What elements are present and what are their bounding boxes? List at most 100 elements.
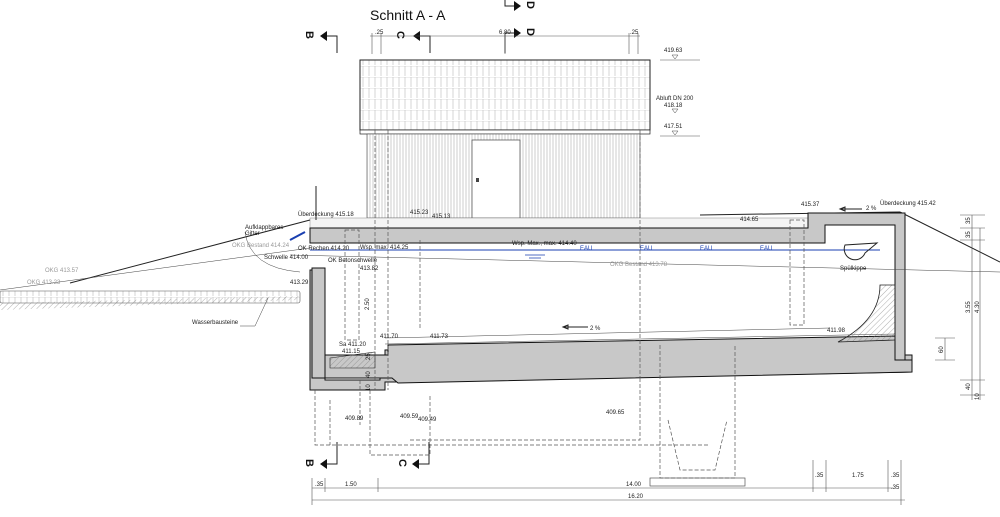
svg-text:OKG 413.57: OKG 413.57: [45, 268, 79, 274]
svg-text:6.80: 6.80: [499, 30, 511, 36]
svg-text:Wsp. Max., max. 414.40: Wsp. Max., max. 414.40: [512, 241, 577, 247]
svg-text:4.30: 4.30: [975, 301, 981, 313]
hidden-vertical-lines: [374, 130, 641, 390]
svg-text:60: 60: [939, 346, 945, 353]
slope-right: [899, 211, 1000, 263]
existing-terrain-left: [0, 247, 311, 291]
fill-layer: [309, 217, 811, 229]
svg-text:OK Betonschwelle: OK Betonschwelle: [328, 258, 378, 264]
svg-text:B: B: [303, 31, 315, 39]
right-dimensions: 35 35 3.55 4.30 60 40 10: [935, 214, 985, 400]
svg-text:D: D: [524, 28, 536, 36]
svg-text:.35: .35: [315, 482, 324, 488]
svg-text:.35: .35: [891, 473, 900, 479]
pipe-labels: EAU EAU EAU EAU: [580, 246, 772, 252]
svg-text:419.63: 419.63: [664, 48, 683, 54]
svg-text:Abluft DN 200: Abluft DN 200: [656, 96, 694, 102]
svg-text:415.23: 415.23: [410, 210, 429, 216]
svg-text:.25: .25: [630, 30, 639, 36]
svg-text:2 %: 2 %: [866, 206, 877, 212]
ladder-right: [789, 219, 805, 326]
svg-text:Überdeckung 415.18: Überdeckung 415.18: [298, 211, 354, 218]
svg-text:EAU: EAU: [640, 246, 652, 252]
svg-text:14.00: 14.00: [626, 482, 642, 488]
pier-base: [649, 477, 746, 487]
flushing-curve: [837, 284, 896, 343]
svg-text:25: 25: [366, 353, 372, 360]
svg-text:413.29: 413.29: [290, 280, 309, 286]
flush-tipper: [843, 242, 879, 261]
svg-text:EAU: EAU: [700, 246, 712, 252]
svg-text:409.65: 409.65: [606, 410, 625, 416]
svg-text:OK Rechen 414.20: OK Rechen 414.20: [298, 246, 350, 252]
svg-text:3.55: 3.55: [966, 301, 972, 313]
svg-text:Wsp. max. 414.25: Wsp. max. 414.25: [360, 245, 409, 251]
roof-eave: [359, 129, 651, 135]
svg-text:411.15: 411.15: [342, 349, 361, 355]
svg-text:1.75: 1.75: [852, 473, 864, 479]
rake: [289, 231, 306, 241]
svg-text:Überdeckung 415.42: Überdeckung 415.42: [880, 200, 936, 207]
svg-text:409.59: 409.59: [400, 414, 419, 420]
svg-text:2.50: 2.50: [365, 298, 371, 310]
svg-text:Gitter: Gitter: [245, 231, 260, 237]
svg-text:409.49: 409.49: [418, 417, 437, 423]
bottom-slab: [324, 335, 913, 384]
roof-shingles: [359, 59, 651, 131]
svg-text:415.13: 415.13: [432, 214, 451, 220]
svg-text:1.50: 1.50: [345, 482, 357, 488]
section-marker-d-top: D D: [504, 0, 536, 53]
svg-text:10: 10: [975, 393, 981, 400]
water-symbol: [525, 254, 545, 259]
spuelkippe-label: Spülkippe: [840, 266, 867, 272]
annotation-labels: Überdeckung 415.18 415.23 415.13 414.65 …: [27, 200, 936, 423]
svg-text:16.20: 16.20: [628, 494, 644, 500]
ladder-left: [344, 229, 360, 341]
svg-text:C: C: [394, 31, 406, 39]
svg-text:EAU: EAU: [760, 246, 772, 252]
svg-text:418.18: 418.18: [664, 103, 683, 109]
svg-text:417.51: 417.51: [664, 124, 683, 130]
svg-text:10: 10: [366, 384, 372, 391]
svg-text:Wasserbausteine: Wasserbausteine: [192, 320, 239, 326]
svg-text:OKG Bestand 414.24: OKG Bestand 414.24: [232, 243, 290, 249]
riprap-stones: [0, 290, 301, 310]
section-marker-b-bottom: B: [303, 442, 338, 469]
svg-text:EAU: EAU: [580, 246, 592, 252]
svg-text:C: C: [396, 459, 408, 467]
slope-ruler: [384, 327, 896, 345]
door-handle: [476, 178, 479, 182]
svg-text:35: 35: [966, 231, 972, 238]
svg-text:.35: .35: [815, 473, 824, 479]
svg-text:409.89: 409.89: [345, 416, 364, 422]
svg-text:40: 40: [366, 371, 372, 378]
svg-text:Aufklappbares: Aufklappbares: [245, 225, 283, 231]
svg-text:414.65: 414.65: [740, 217, 759, 223]
svg-text:OKG Bestand 413.78: OKG Bestand 413.78: [610, 262, 668, 268]
drawing-title: Schnitt A - A: [370, 7, 446, 23]
svg-text:OKG 413.23: OKG 413.23: [27, 280, 61, 286]
embankment-line: [69, 219, 311, 284]
existing-ground-line: [289, 254, 1000, 273]
svg-text:411.73: 411.73: [430, 334, 449, 340]
svg-text:.35: .35: [891, 485, 900, 491]
svg-text:2 %: 2 %: [590, 326, 601, 332]
section-marker-b-top: B: [303, 31, 338, 53]
svg-text:411.70: 411.70: [380, 334, 399, 340]
svg-text:Sa 411.20: Sa 411.20: [339, 342, 367, 348]
svg-text:413.82: 413.82: [360, 266, 379, 272]
grate-swing-arc: [244, 231, 301, 273]
left-wall: [311, 267, 326, 379]
svg-text:B: B: [303, 459, 315, 467]
svg-text:.25: .25: [375, 30, 384, 36]
hidden-foundation-lines: [314, 380, 710, 456]
svg-text:Schwelle 414.00: Schwelle 414.00: [264, 255, 309, 261]
svg-text:D: D: [524, 1, 536, 9]
section-marker-c-bottom: C: [396, 442, 430, 469]
svg-text:40: 40: [966, 383, 972, 390]
section-marker-c-top: C: [394, 31, 431, 53]
top-dimension-line: .25 6.80 .25: [370, 30, 640, 54]
svg-text:415.37: 415.37: [801, 202, 820, 208]
